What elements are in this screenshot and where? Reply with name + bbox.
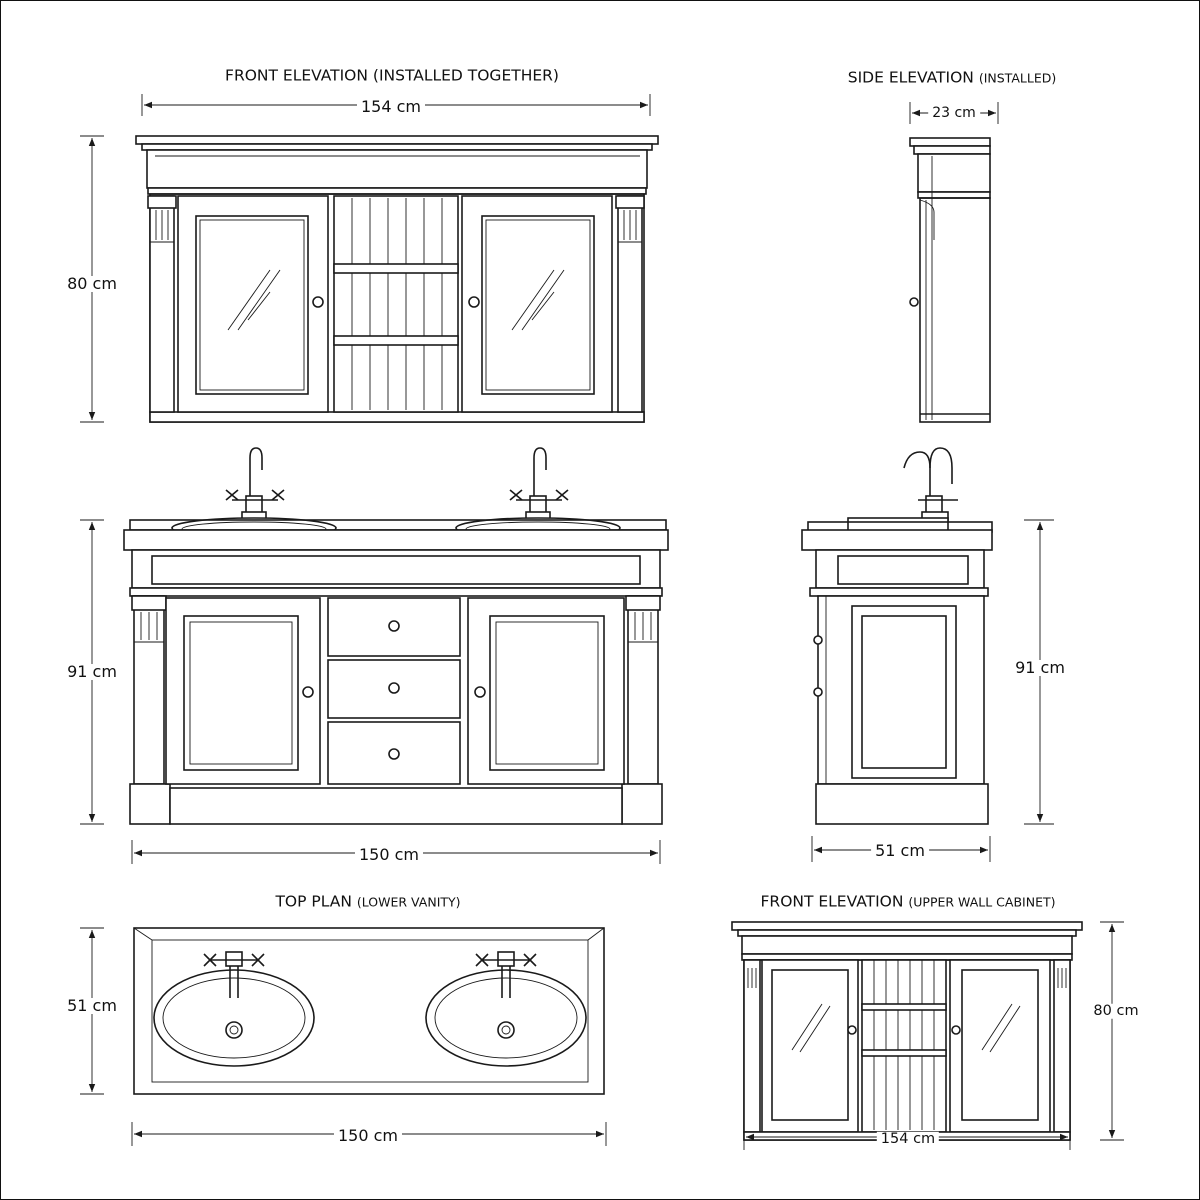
dim-vanity-width: 150 cm xyxy=(354,847,424,863)
side-vanity xyxy=(801,447,993,825)
dim-plan-width: 150 cm xyxy=(333,1128,403,1144)
dim-plan-depth: 51 cm xyxy=(63,998,121,1014)
dim-side-upper-depth: 23 cm xyxy=(928,106,980,120)
title-front-upper: FRONT ELEVATION (UPPER WALL CABINET) xyxy=(756,894,1060,910)
title-front-installed: FRONT ELEVATION (INSTALLED TOGETHER) xyxy=(221,68,563,84)
title-side-installed: SIDE ELEVATION (INSTALLED) xyxy=(843,70,1061,86)
faucet-left xyxy=(225,447,285,521)
dim-upper-detail-height: 80 cm xyxy=(1089,1004,1143,1019)
dim-upper-width: 154 cm xyxy=(356,99,426,115)
dim-upper-height: 80 cm xyxy=(63,276,121,292)
vanity-front xyxy=(123,447,669,825)
top-plan xyxy=(133,927,605,1095)
faucet-right xyxy=(509,447,569,521)
side-upper-cabinet xyxy=(909,137,991,423)
upper-cabinet-detail xyxy=(731,921,1083,1141)
dim-side-vanity-depth: 51 cm xyxy=(871,843,929,859)
title-top-plan: TOP PLAN (LOWER VANITY) xyxy=(271,894,465,910)
dim-side-vanity-height: 91 cm xyxy=(1011,660,1069,676)
dim-upper-detail-width: 154 cm xyxy=(876,1132,940,1147)
dim-vanity-height: 91 cm xyxy=(63,664,121,680)
upper-cabinet-front xyxy=(135,135,659,423)
